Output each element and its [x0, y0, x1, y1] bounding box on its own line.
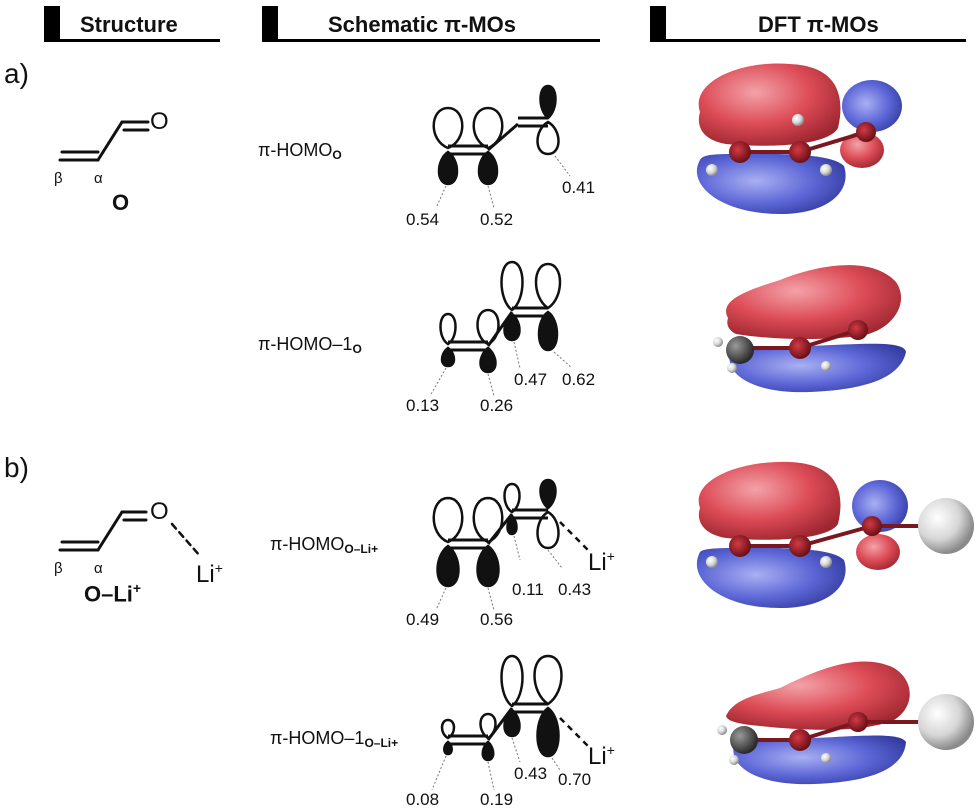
section-a-label: a) — [4, 58, 29, 89]
structure-b-lithium: Li+ — [196, 560, 223, 588]
coef-homo-oli-1: 0.49 — [406, 610, 440, 629]
header-dft: DFT π-MOs — [650, 6, 966, 46]
schematic-homo-oli-lithium: Li+ — [588, 548, 615, 576]
structure-b-beta: β — [54, 560, 63, 577]
coef-homo1-o-3: 0.47 — [514, 370, 548, 389]
coef-homo1-o-4: 0.62 — [562, 370, 596, 389]
header-structure-label: Structure — [80, 12, 178, 37]
mo-label-homo-o: π-HOMOO — [258, 140, 342, 162]
schematic-homo-oli — [432, 478, 591, 611]
coef-homo1-oli-2: 0.19 — [480, 790, 514, 809]
coef-homo-o-2: 0.52 — [480, 210, 514, 229]
header-schematic: Schematic π-MOs — [262, 6, 600, 46]
structure-b-alpha: α — [94, 560, 103, 577]
structure-a-beta: β — [54, 170, 63, 187]
mo-label-homo1-o: π-HOMO–1O — [258, 334, 362, 356]
structure-a-alpha: α — [94, 170, 103, 187]
structure-a-name: O — [112, 190, 130, 215]
structure-a-oxygen: O — [150, 108, 169, 135]
coef-homo-o-3: 0.41 — [562, 178, 596, 197]
coef-homo1-oli-1: 0.08 — [406, 790, 440, 809]
coef-homo1-o-1: 0.13 — [406, 396, 440, 415]
coef-homo-o-1: 0.54 — [406, 210, 440, 229]
schematic-homo1-oli — [431, 654, 591, 791]
coef-homo1-oli-4: 0.70 — [558, 770, 592, 789]
structure-a-skeleton — [58, 120, 150, 162]
coef-homo-oli-3: 0.11 — [512, 580, 544, 599]
coef-homo1-oli-3: 0.43 — [514, 764, 548, 783]
mo-label-homo1-oli: π-HOMO–1O–Li+ — [270, 728, 399, 750]
structure-b-name: O–Li+ — [84, 580, 142, 607]
dft-homo-o — [696, 63, 902, 214]
header-structure: Structure — [44, 6, 220, 46]
coef-homo-oli-4: 0.43 — [558, 580, 592, 599]
schematic-homo1-oli-lithium: Li+ — [588, 742, 615, 770]
section-b-label: b) — [4, 452, 29, 483]
dft-homo1-o — [713, 265, 906, 393]
schematic-homo1-o — [429, 260, 573, 397]
coef-homo1-o-2: 0.26 — [480, 396, 514, 415]
coef-homo-oli-2: 0.56 — [480, 610, 514, 629]
schematic-homo-o — [432, 84, 571, 209]
mo-label-homo-oli: π-HOMOO–Li+ — [270, 534, 379, 556]
structure-b-oxygen: O — [150, 498, 169, 525]
structure-b-skeleton — [58, 510, 202, 558]
header-dft-label: DFT π-MOs — [758, 12, 879, 37]
dft-homo-oli — [696, 461, 974, 608]
header-schematic-label: Schematic π-MOs — [328, 12, 517, 37]
dft-homo1-oli — [717, 661, 974, 785]
